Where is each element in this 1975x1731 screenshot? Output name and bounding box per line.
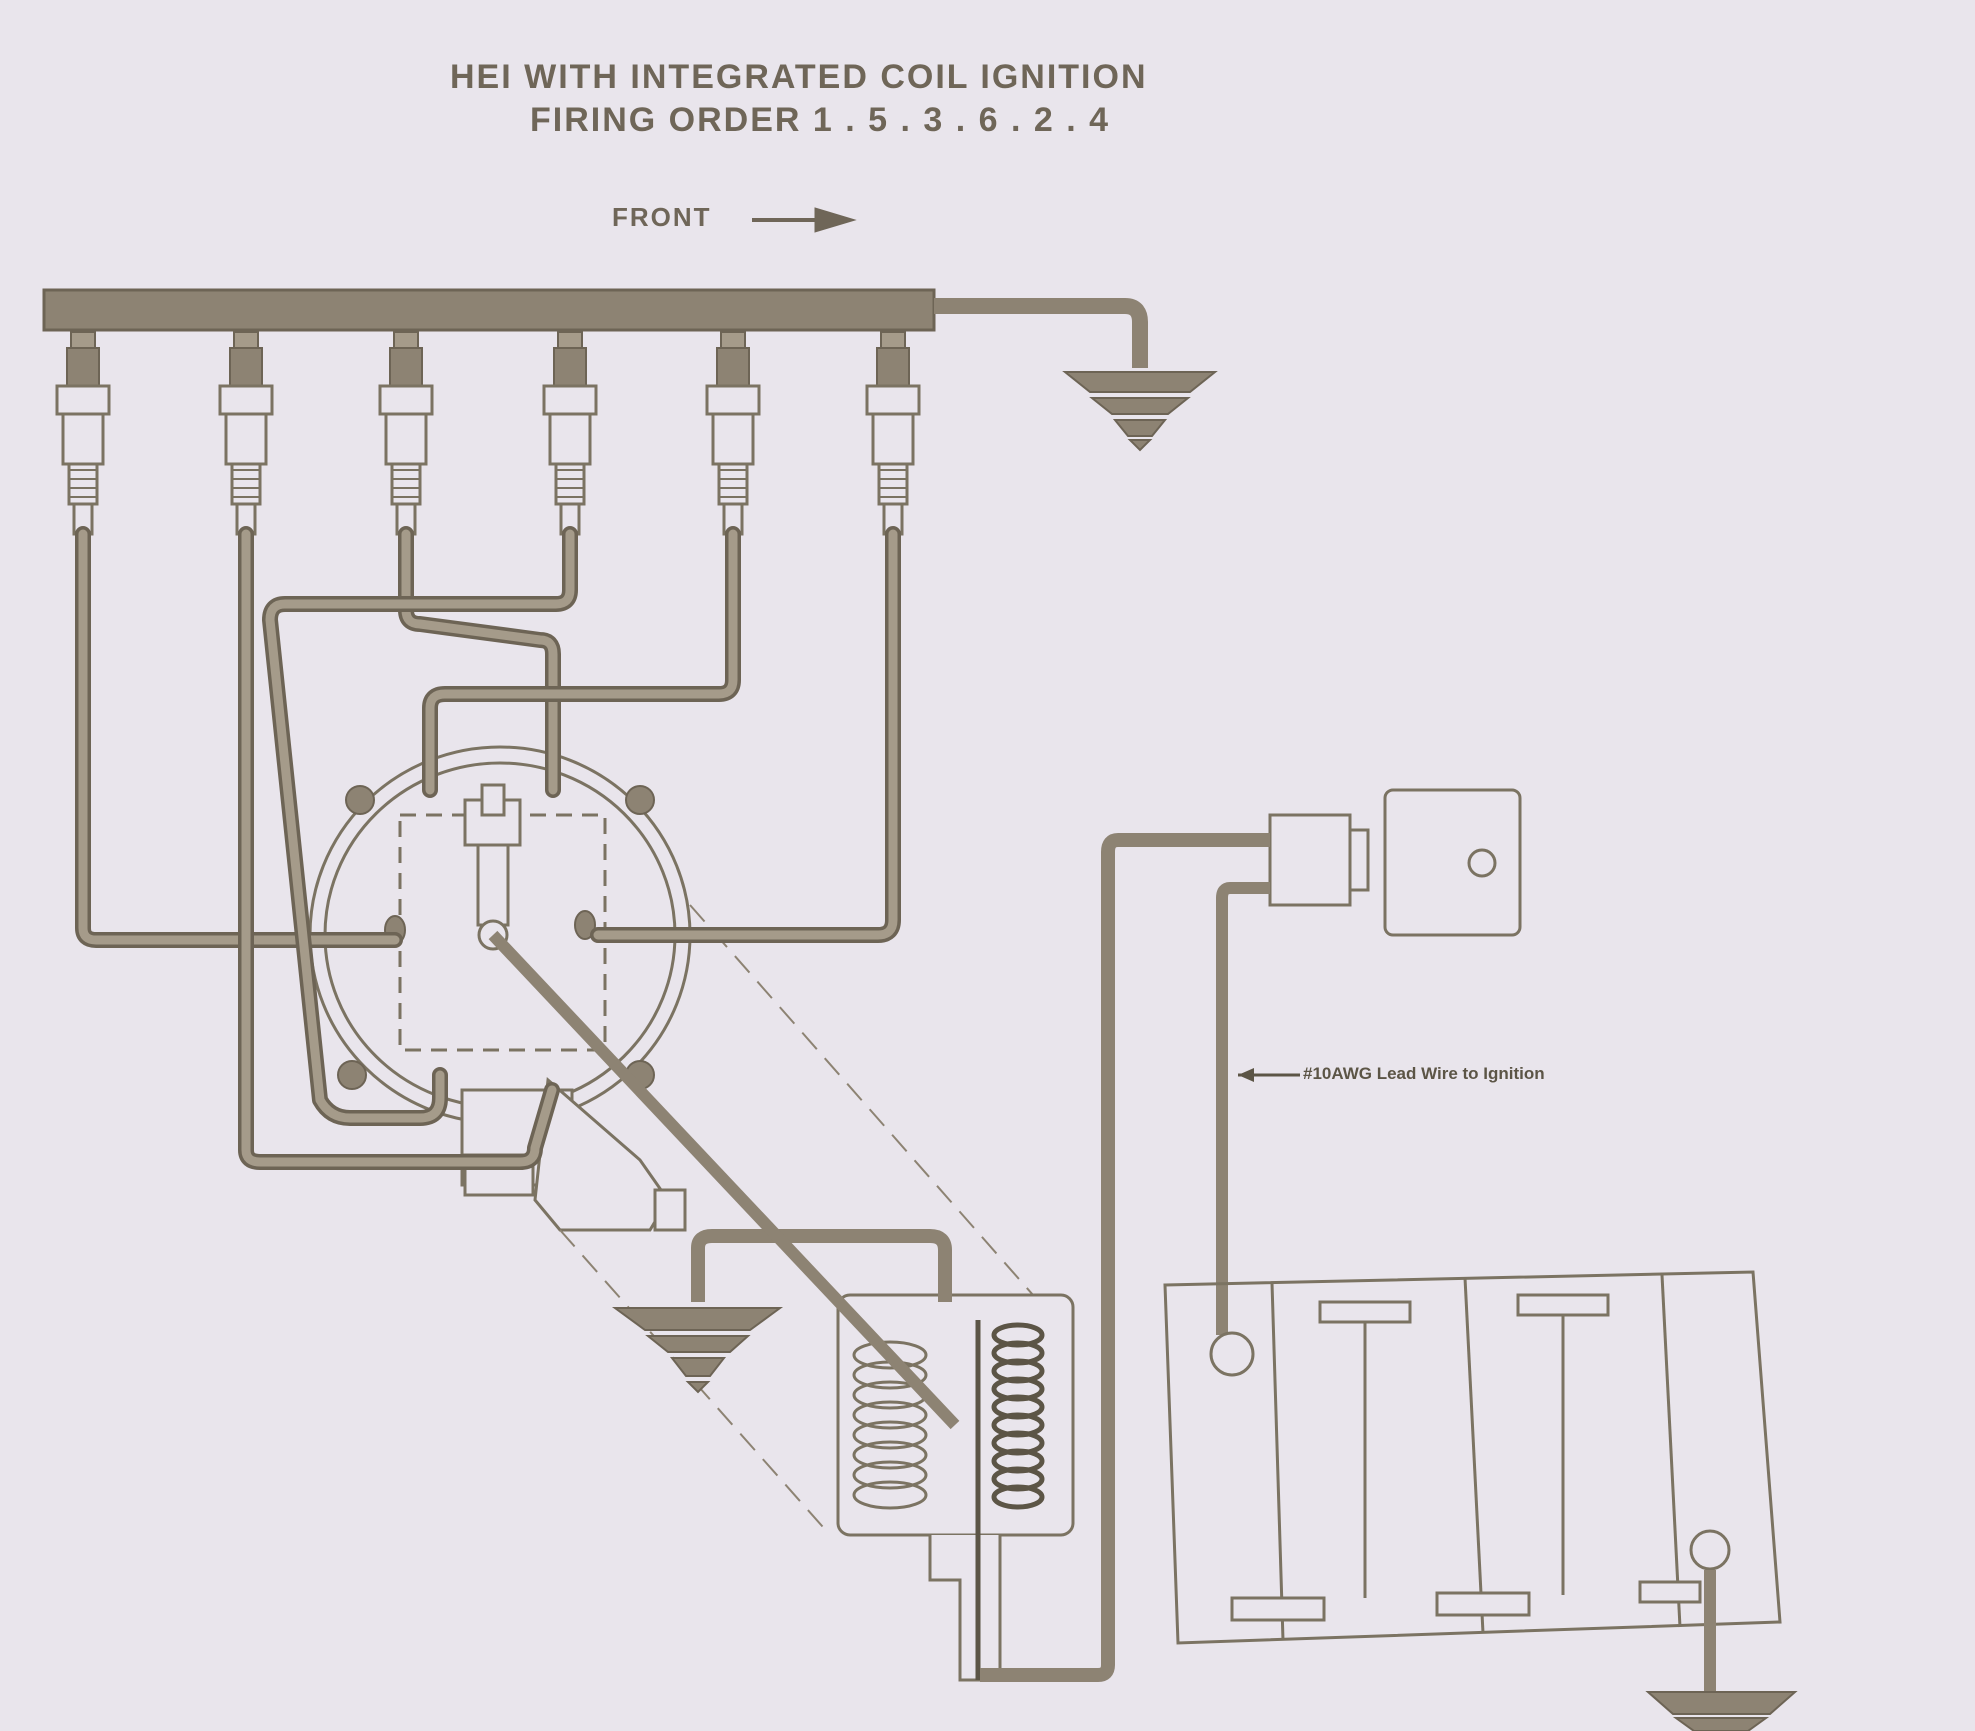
ground-symbol-top-icon	[1062, 371, 1218, 452]
battery	[1163, 1270, 1782, 1645]
ignition-switch	[1268, 788, 1522, 937]
spark-plug-2	[218, 331, 274, 536]
diagram-title: HEI WITH INTEGRATED COIL IGNITION FIRING…	[430, 58, 1330, 140]
spark-plug-1	[55, 331, 111, 536]
coil-primary-winding	[852, 1340, 928, 1510]
plug-wire-6	[590, 526, 901, 943]
ground-symbol-coil-icon	[611, 1307, 784, 1394]
front-arrow-icon	[752, 207, 857, 233]
plug-wire-1	[75, 526, 403, 948]
spark-plug-3	[378, 331, 434, 536]
ground-symbol-battery-icon	[1645, 1691, 1798, 1731]
ground-bus-bar	[42, 288, 1148, 368]
ignition-coil	[836, 1293, 1075, 1682]
spark-plug-6	[865, 331, 921, 536]
coil-tower-lead	[488, 930, 960, 1430]
spark-plug-5	[705, 331, 761, 536]
ignition-feed-wires	[980, 833, 1300, 1682]
distributor-body	[460, 1076, 687, 1232]
title-line-1: HEI WITH INTEGRATED COIL IGNITION	[450, 58, 1148, 96]
front-label: FRONT	[612, 202, 712, 232]
plug-wire-3	[398, 526, 561, 798]
coil-ground-wire	[691, 1229, 952, 1302]
battery-cell-plates	[1230, 1293, 1702, 1622]
plug-wire-4	[262, 526, 578, 1126]
coil-secondary-winding	[975, 1320, 1045, 1680]
spark-plugs	[55, 331, 921, 536]
coil-projection-lines	[559, 904, 1056, 1536]
battery-terminals	[1209, 1331, 1731, 1571]
plug-wire-2	[238, 526, 560, 1170]
lead-wire-label: #10AWG Lead Wire to Ignition	[1303, 1064, 1545, 1083]
spark-plug-4	[542, 331, 598, 536]
title-line-2: FIRING ORDER 1 . 5 . 3 . 6 . 2 . 4	[530, 101, 1111, 139]
spark-plug-wires	[75, 526, 901, 1170]
plug-wire-5	[422, 526, 741, 798]
